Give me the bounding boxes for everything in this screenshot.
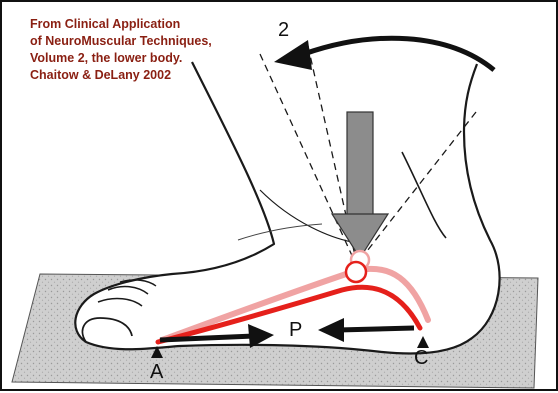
credit-line: From Clinical Application xyxy=(30,16,280,33)
point-c-label: C xyxy=(414,348,428,368)
foot-outline xyxy=(75,62,499,353)
point-p-label: P xyxy=(289,320,302,340)
credit-line: Chaitow & DeLany 2002 xyxy=(30,67,280,84)
rotation-label: 2 xyxy=(278,20,289,40)
credit-line: Volume 2, the lower body. xyxy=(30,50,280,67)
credit-line: of NeuroMuscular Techniques, xyxy=(30,33,280,50)
point-a-label: A xyxy=(150,362,163,382)
source-credit: From Clinical Application of NeuroMuscul… xyxy=(30,16,280,84)
talus-circle-active xyxy=(346,262,366,282)
